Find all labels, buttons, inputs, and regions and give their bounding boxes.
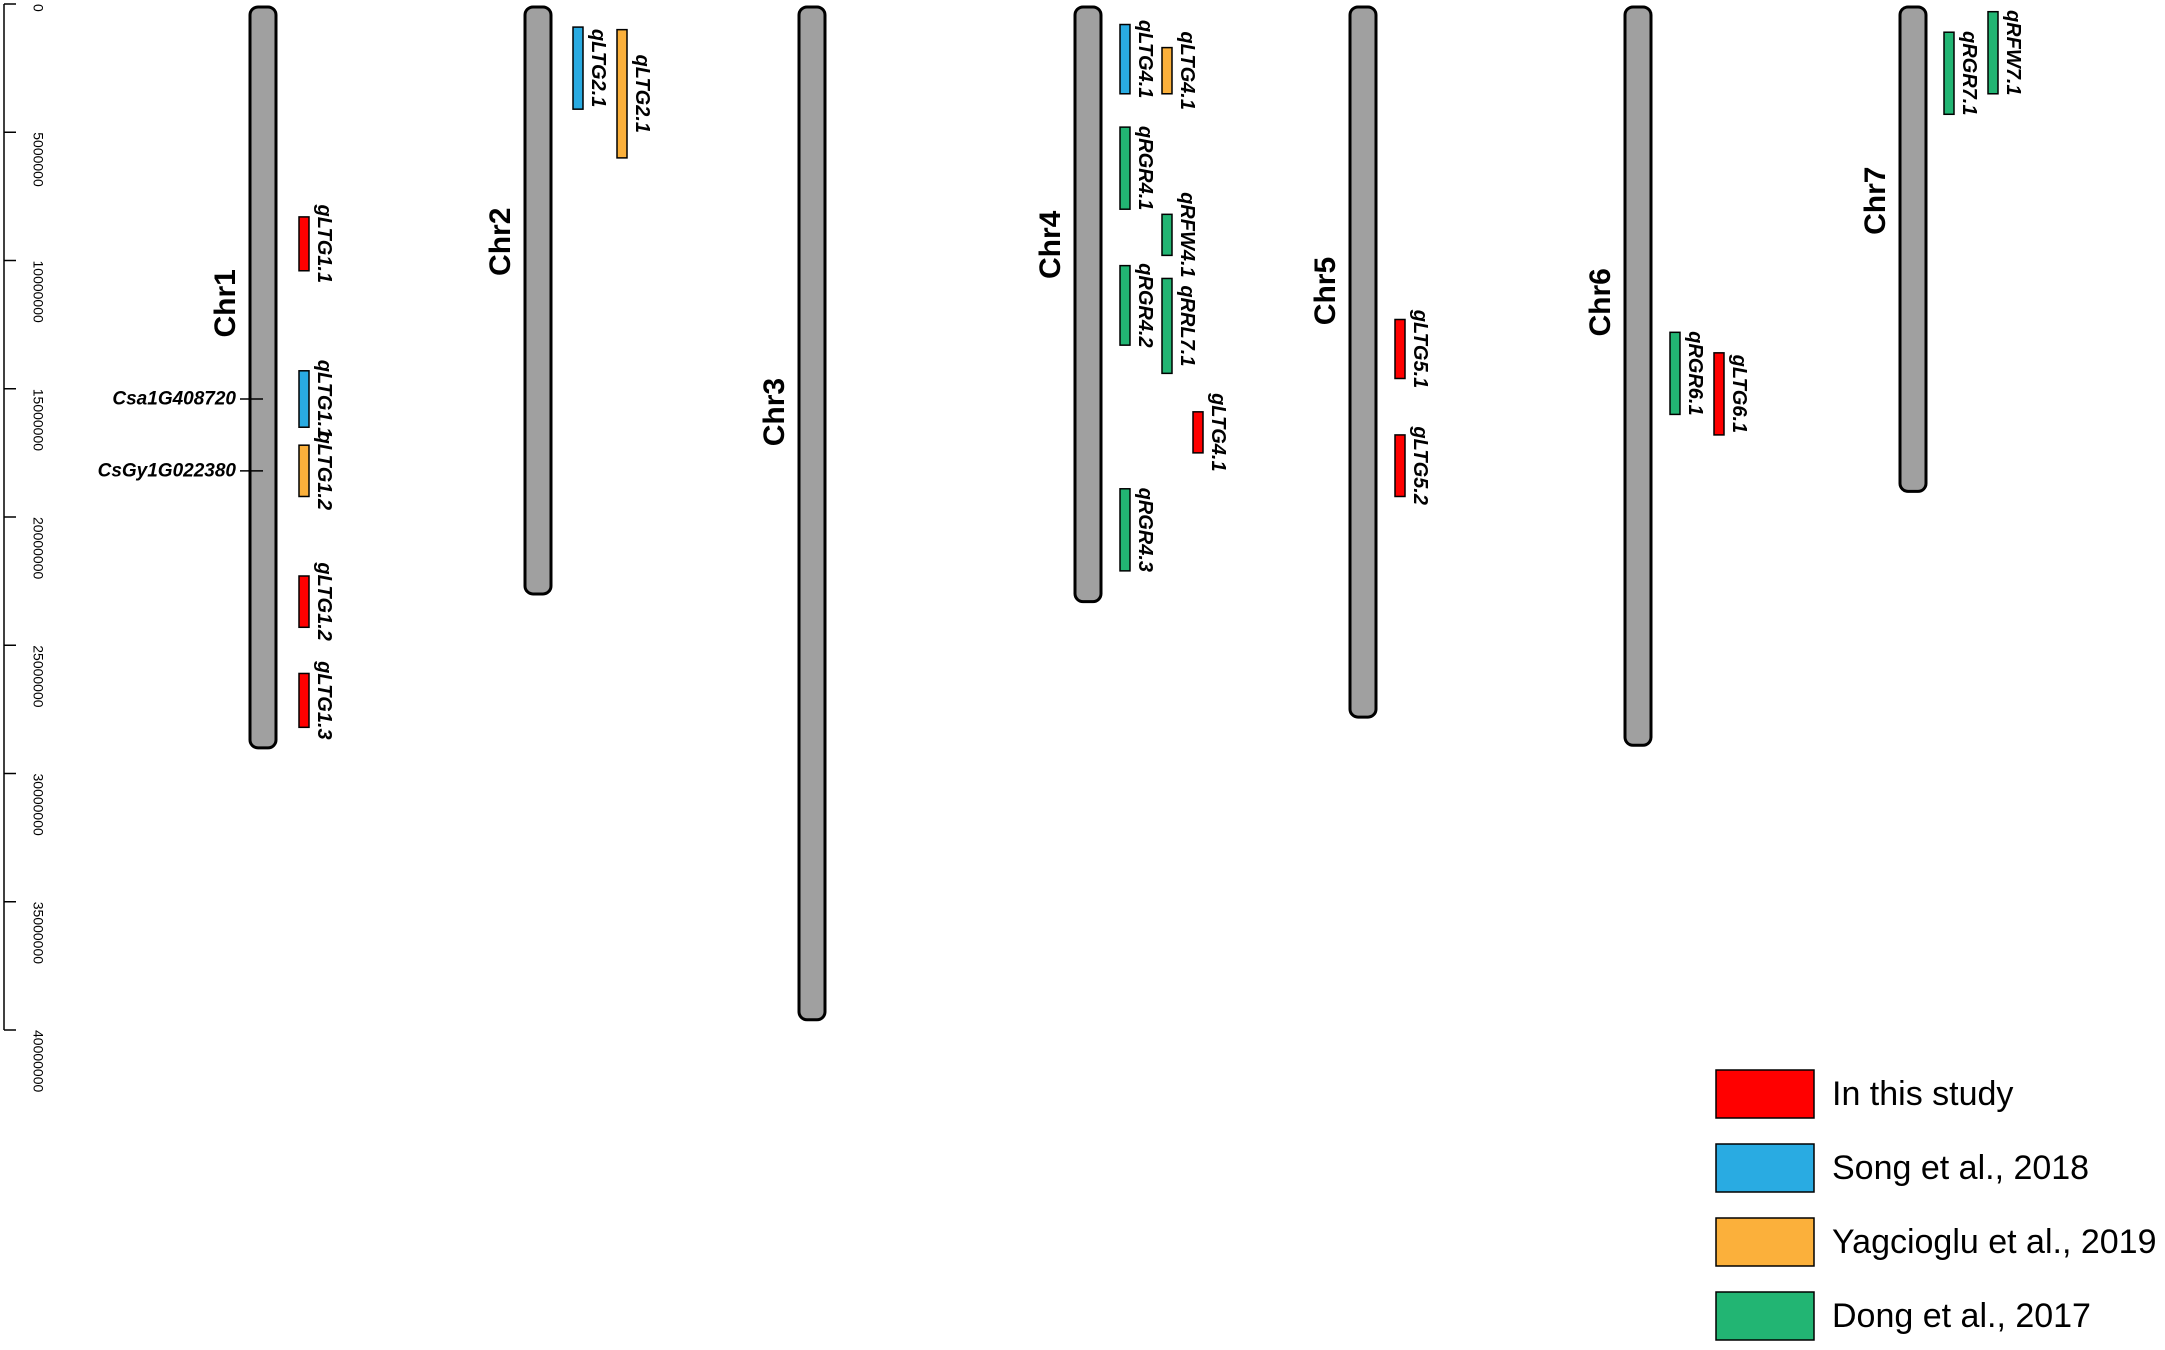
legend-swatch-in-this-study [1715,1069,1815,1119]
qtl-bar-qltg1-1 [298,370,310,428]
chromosome-chr7 [1898,5,1928,493]
chromosome-label-chr2: Chr2 [484,208,517,276]
chromosome-label-chr4: Chr4 [1034,210,1067,279]
qtl-label-gltg1-1: gLTG1.1 [313,204,335,284]
qtl-label-qltg2-1: qLTG2.1 [631,55,653,134]
chromosome-chr1 [248,5,278,750]
qtl-label-qrfw4-1: qRFW4.1 [1176,192,1198,278]
gene-label-csa1g408720: Csa1G408720 [112,389,236,410]
qtl-bar-qltg4-1 [1161,46,1173,95]
qtl-label-qltg4-1: qLTG4.1 [1134,20,1156,99]
qtl-bar-qrgr4-2 [1119,264,1131,346]
chromosome-chr6 [1623,5,1653,747]
qtl-label-gltg1-2: gLTG1.2 [313,561,335,641]
qtl-bar-qrfw7-1 [1987,10,1999,95]
chromosome-label-chr7: Chr7 [1859,167,1892,235]
axis-tick-label: 25000000 [31,645,47,708]
qtl-bar-qltg4-1 [1119,23,1131,95]
qtl-bar-gltg5-1 [1394,318,1406,380]
legend-label-yagcioglu-et-al-2019: Yagcioglu et al., 2019 [1832,1223,2157,1261]
legend-label-in-this-study: In this study [1832,1075,2013,1113]
qtl-bar-gltg1-1 [298,216,310,272]
qtl-bar-qrgr4-3 [1119,488,1131,572]
legend-label-song-et-al-2018: Song et al., 2018 [1832,1149,2089,1187]
qtl-bar-gltg5-2 [1394,434,1406,498]
gene-label-csgy1g022380: CsGy1G022380 [98,460,237,481]
legend-label-dong-et-al-2017: Dong et al., 2017 [1832,1297,2091,1335]
qtl-label-qltg1-2: qLTG1.2 [313,432,335,511]
axis-tick-label: 5000000 [31,132,47,187]
position-axis: 0 5000000 10000000 15000000 20000000 25000000… [3,3,47,1093]
chromosome-label-chr5: Chr5 [1309,257,1342,325]
qtl-label-qrgr4-3: qRGR4.3 [1134,488,1156,572]
qtl-label-qrfw7-1: qRFW7.1 [2002,10,2024,96]
legend-swatch-dong-et-al-2017 [1715,1291,1815,1341]
chromosome-label-chr1: Chr1 [209,269,242,337]
chromosome-chr4 [1073,5,1103,604]
legend-swatch-yagcioglu-et-al-2019 [1715,1217,1815,1267]
qtl-bar-qltg1-2 [298,444,310,498]
qtl-bar-gltg4-1 [1192,411,1204,454]
qtl-label-qrgr7-1: qRGR7.1 [1958,31,1980,115]
qtl-bar-gltg1-2 [298,575,310,629]
chromosome-chr3 [797,5,827,1022]
qtl-bar-gltg1-3 [298,672,310,729]
qtl-label-gltg4-1: gLTG4.1 [1207,392,1229,472]
qtl-bar-qrfw4-1 [1161,213,1173,257]
legend-swatch-song-et-al-2018 [1715,1143,1815,1193]
axis-tick-label: 0 [31,4,47,12]
axis-tick-label: 20000000 [31,517,47,580]
chromosome-label-chr6: Chr6 [1584,268,1617,336]
qtl-bar-gltg6-1 [1713,352,1725,436]
qtl-label-gltg5-2: gLTG5.2 [1409,425,1431,505]
axis-tick-label: 30000000 [31,774,47,837]
qtl-label-qrgr4-1: qRGR4.1 [1134,126,1156,210]
qtl-label-qltg2-1: qLTG2.1 [587,29,609,108]
qtl-label-qltg4-1: qLTG4.1 [1176,31,1198,110]
qtl-bar-qrrl7-1 [1161,277,1173,375]
qtl-label-qrgr4-2: qRGR4.2 [1134,263,1156,347]
qtl-label-gltg6-1: gLTG6.1 [1728,354,1750,434]
chromosome-chr2 [523,5,553,596]
axis-tick-label: 10000000 [31,261,47,324]
qtl-bar-qrgr4-1 [1119,126,1131,210]
qtl-bar-qrgr6-1 [1669,331,1681,416]
qtl-bar-qltg2-1 [572,26,584,110]
chromosome-label-chr3: Chr3 [758,378,791,446]
axis-tick-label: 40000000 [31,1030,47,1093]
qtl-label-qrgr6-1: qRGR6.1 [1684,331,1706,415]
qtl-label-gltg1-3: gLTG1.3 [313,660,335,740]
qtl-label-qltg1-1: qLTG1.1 [313,360,335,439]
qtl-label-qrrl7-1: qRRL7.1 [1176,285,1198,366]
qtl-bar-qrgr7-1 [1943,31,1955,116]
axis-tick-label: 15000000 [31,389,47,452]
axis-tick-label: 35000000 [31,902,47,965]
qtl-bar-qltg2-1 [616,28,628,159]
qtl-label-gltg5-1: gLTG5.1 [1409,309,1431,389]
chromosome-chr5 [1348,5,1378,719]
